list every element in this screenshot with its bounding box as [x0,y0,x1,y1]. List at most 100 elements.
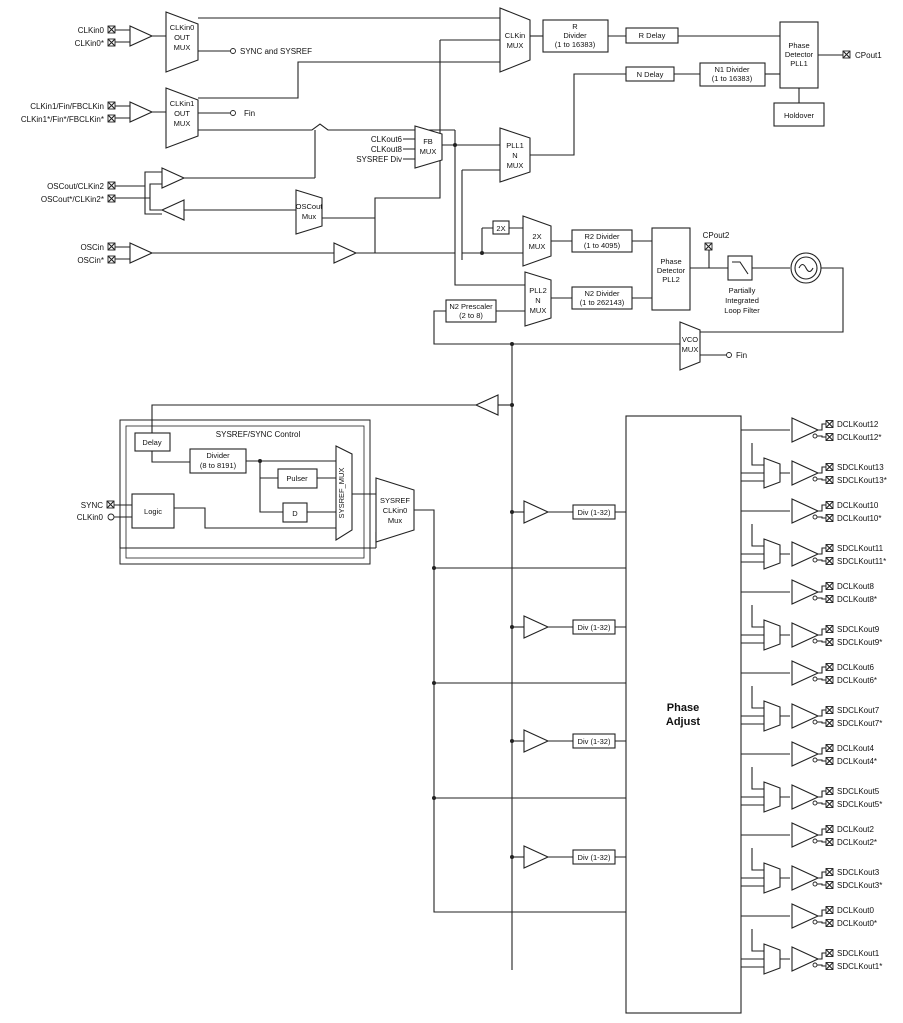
text: Adjust [666,716,701,728]
output-label-n: DCLKout8* [837,595,877,604]
pin-x-mark [825,744,834,752]
wire [530,73,626,156]
text: CLKin0 [383,506,408,515]
pin-x-mark [825,625,834,633]
wire [246,460,336,513]
output-mux-wire [741,605,764,644]
wire [403,138,415,160]
text: N [512,151,517,160]
pin-x-mark [825,557,834,565]
text: N [535,296,540,305]
output-label-n: DCLKout10* [837,514,881,523]
output-label-p: DCLKout12 [837,420,879,429]
wire [462,227,523,254]
output-mux [763,538,781,570]
inverter-bubble [812,476,818,482]
div-channels: Div (1-32) Div (1-32) Div (1-32) Div (1-… [510,500,626,869]
output-label-p: DCLKout8 [837,582,874,591]
box [542,19,609,53]
text: MUX [682,345,699,354]
text: (1 to 262143) [580,298,625,307]
pin-x-mark [825,476,834,484]
inverter-bubble [812,757,818,763]
box [679,321,701,371]
x2-mux: 2X MUX [522,215,552,267]
box [414,125,443,169]
phase-adjust: Phase Adjust [625,415,742,1014]
sysref-sync-control: SYSREF/SYNC Control [119,419,371,565]
inverter-bubble [812,962,818,968]
wire [125,425,365,559]
output-label-n: SDCLKout9* [837,638,882,647]
text: (8 to 8191) [200,461,237,470]
div-label: Div (1-32) [578,623,611,632]
text: MUX [507,161,524,170]
pin-wire [817,547,826,562]
output-mux [763,781,781,813]
clkin-mux: CLKin MUX [499,7,531,73]
output-label-p: SDCLKout7 [837,706,880,715]
box [282,502,308,523]
sysref-mux: SYSREF_MUX [335,445,353,541]
buffer-oscout-out [160,199,185,221]
output-mux-wire [741,929,764,968]
pin-x-mark [107,255,116,264]
wire [704,242,713,251]
dot [510,342,514,346]
pin-wire [817,828,826,843]
output-label-p: SDCLKout1 [837,949,880,958]
pin-x-mark [825,433,834,441]
output-buffer [791,865,820,891]
output-label-n: DCLKout2* [837,838,877,847]
delay-block: Delay [134,432,171,452]
fin-vco-label: Fin [736,351,747,360]
output-buffer [791,741,820,767]
output-label-n: DCLKout6* [837,676,877,685]
text: CLKin1 [170,99,195,108]
text: (1 to 4095) [584,241,621,250]
pin-x-mark [825,719,834,727]
pin-clkin0-b [107,513,115,521]
pin-x-mark [825,825,834,833]
text: (2 to 8) [459,311,483,320]
oscin-label: OSCin [80,243,104,252]
input-buffers [115,25,455,264]
wire [700,267,844,333]
oscin-n-label: OSCin* [77,256,104,265]
output-buffer [791,903,820,929]
vco-mux: VCO MUX [679,321,701,371]
text: N Delay [637,70,664,79]
dot [258,459,262,463]
text: OUT [174,109,190,118]
box [522,215,552,267]
text: R Delay [639,31,666,40]
pin-wire [817,871,826,886]
box [572,504,616,520]
box [189,448,247,474]
pin-wire [817,504,826,519]
wire [690,250,728,269]
output-buffer [791,822,820,848]
output-label-n: SDCLKout13* [837,476,887,485]
output-label-p: DCLKout4 [837,744,874,753]
div-label: Div (1-32) [578,508,611,517]
pin [726,352,732,358]
box [572,619,616,635]
box [499,7,531,73]
text: 2X [532,232,541,241]
wire [119,419,371,565]
pin-x-mark [107,101,116,110]
output-mux [763,943,781,975]
box [277,468,318,489]
text: Loop Filter [724,306,760,315]
buffer-div [523,500,550,524]
clkin1-n-label: CLKin1*/Fin*/FBCLKin* [21,115,104,124]
pin-x-mark [107,194,116,203]
box [625,415,742,1014]
output-label-p: DCLKout0 [837,906,874,915]
